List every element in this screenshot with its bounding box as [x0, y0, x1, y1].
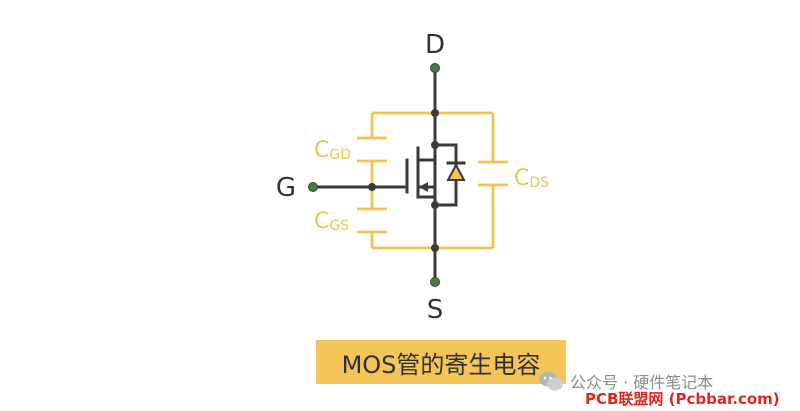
cgd-label: CGD	[314, 138, 351, 163]
cgs-label: CGS	[314, 209, 349, 234]
cgd-capacitor	[357, 136, 387, 163]
site-label: PCB联盟网 (Pcbbar.com)	[585, 390, 780, 408]
junction-dots	[368, 109, 439, 252]
caption-text: MOS管的寄生电容	[341, 350, 541, 379]
gate-label: G	[276, 173, 296, 203]
watermark-text: 公众号 · 硬件笔记本	[570, 373, 714, 392]
cds-label: CDS	[514, 166, 549, 191]
channel-arrow-icon	[419, 182, 428, 192]
drain-label: D	[425, 30, 445, 60]
drain-terminal	[430, 63, 440, 73]
wechat-icon	[539, 371, 563, 391]
cgs-capacitor	[357, 207, 387, 234]
gate-terminal	[308, 182, 318, 192]
source-terminal	[430, 277, 440, 287]
body-diode-icon	[446, 162, 466, 181]
caption-box: MOS管的寄生电容	[316, 340, 566, 384]
cds-capacitor	[478, 160, 508, 187]
watermark: 公众号 · 硬件笔记本	[538, 369, 713, 393]
source-label: S	[427, 295, 444, 325]
mosfet-wires	[311, 66, 466, 284]
capacitor-network	[357, 111, 508, 250]
